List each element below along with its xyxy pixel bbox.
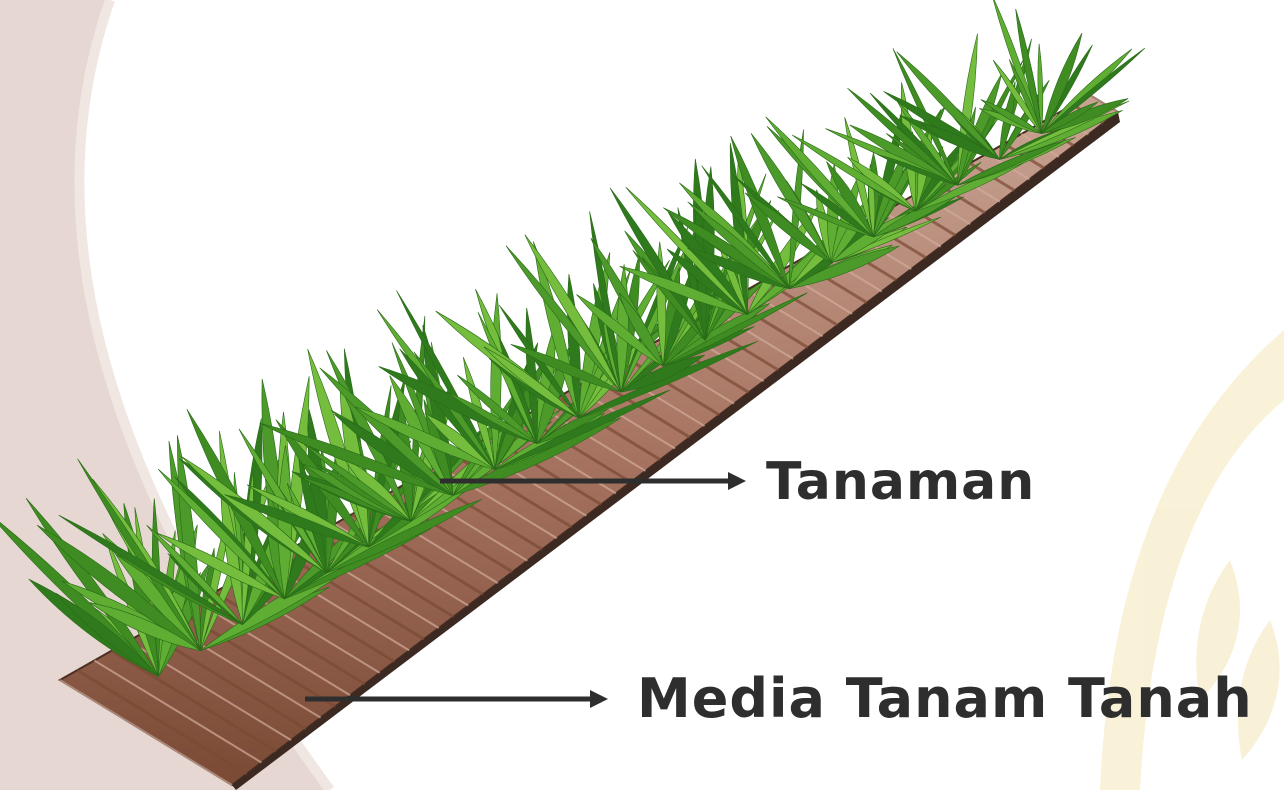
soil-media-label: Media Tanam Tanah [637, 672, 1253, 726]
plant-clump [979, 0, 1145, 134]
plant-label: Tanaman [766, 456, 1035, 508]
plant-row [0, 0, 1145, 676]
